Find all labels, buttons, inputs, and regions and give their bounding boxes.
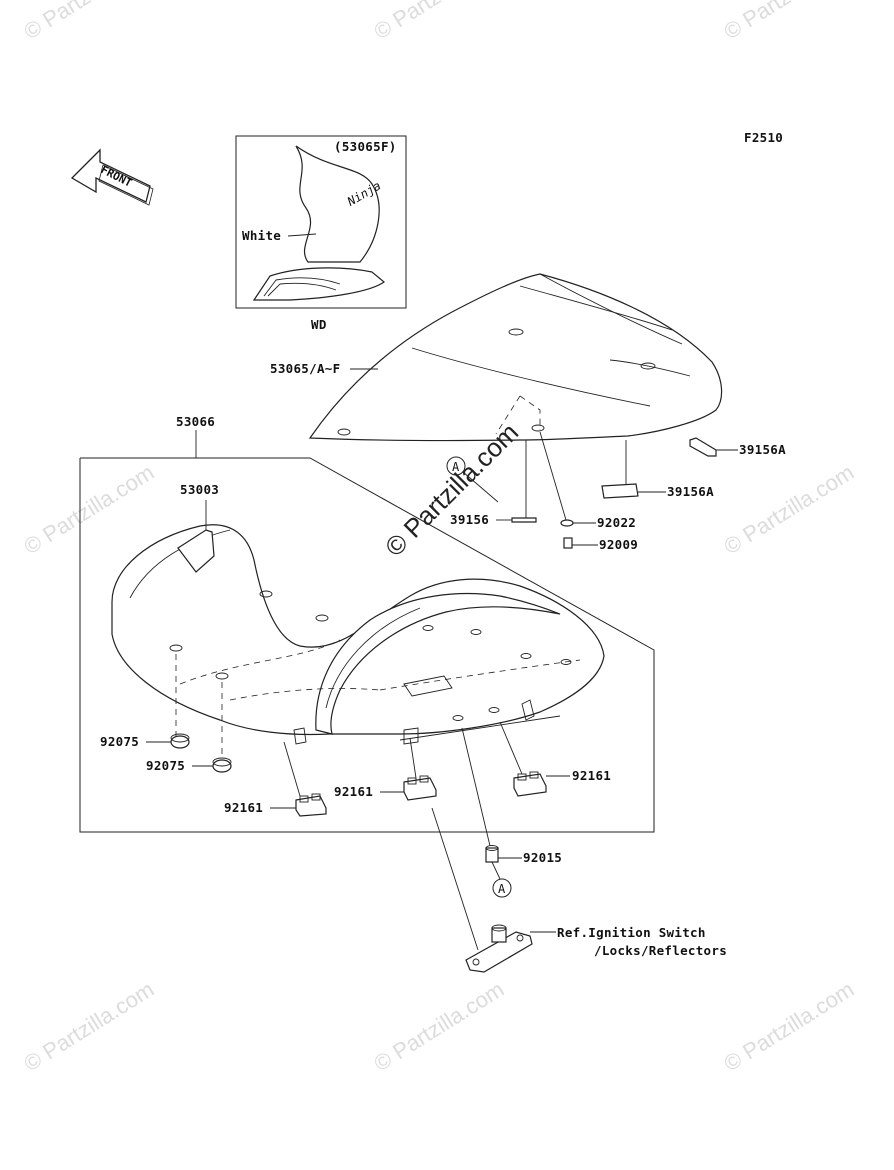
label-92015: 92015 — [523, 850, 562, 865]
collar-92015 — [461, 727, 522, 863]
seat-assembly-frame — [79, 457, 655, 833]
watermark: © Partzilla.com — [719, 459, 858, 559]
watermark-layer: © Partzilla.com © Partzilla.com © Partzi… — [19, 0, 858, 1076]
label-92161-mid: 92161 — [334, 784, 373, 799]
ignition-lock-part — [431, 807, 556, 973]
callout-a-top: A — [446, 456, 499, 503]
watermark: © Partzilla.com — [19, 976, 158, 1076]
strap-39156a-top — [689, 437, 738, 457]
label-39156: 39156 — [450, 512, 489, 527]
bracket-53003 — [177, 500, 215, 573]
label-92161-left: 92161 — [224, 800, 263, 815]
bolt-92009 — [563, 537, 598, 549]
label-92075-a: 92075 — [100, 734, 139, 749]
inset-part-label: (53065F) — [334, 139, 397, 154]
label-53003: 53003 — [180, 482, 219, 497]
inset-color-label: White — [242, 228, 281, 243]
label-92075-b: 92075 — [146, 758, 185, 773]
label-53066: 53066 — [176, 414, 215, 429]
callout-letter: A — [498, 882, 506, 896]
label-53065: 53065/A~F — [270, 361, 340, 376]
washer-92022 — [539, 431, 596, 527]
watermark: © Partzilla.com — [719, 0, 858, 44]
watermark: © Partzilla.com — [19, 459, 158, 559]
damper-92075-b — [192, 757, 232, 773]
main-seat — [111, 524, 605, 756]
rear-seat-cover — [308, 273, 723, 442]
watermark: © Partzilla.com — [719, 976, 858, 1076]
damper-92075-a — [146, 733, 190, 749]
bracket-39156 — [496, 440, 537, 523]
inset-detail: (53065F) Ninja White WD — [235, 135, 407, 332]
label-39156a-mid: 39156A — [667, 484, 714, 499]
inset-model-label: WD — [311, 317, 327, 332]
callout-a-bottom: A — [491, 861, 512, 898]
hook-92161-right — [499, 721, 570, 797]
pad-39156a — [601, 440, 666, 499]
callout-letter: A — [452, 460, 460, 474]
ref-label-line1: Ref.Ignition Switch — [557, 925, 706, 940]
front-arrow-icon: FRONT — [70, 148, 154, 206]
label-92161-right: 92161 — [572, 768, 611, 783]
figure-code: F2510 — [744, 130, 783, 145]
watermark: © Partzilla.com — [369, 976, 508, 1076]
hook-92161-mid — [380, 737, 437, 801]
label-92009: 92009 — [599, 537, 638, 552]
ref-label-line2: /Locks/Reflectors — [594, 943, 727, 958]
hook-92161-left — [270, 741, 327, 817]
label-39156a-top: 39156A — [739, 442, 786, 457]
label-92022: 92022 — [597, 515, 636, 530]
watermark: © Partzilla.com — [369, 0, 508, 44]
watermark: © Partzilla.com — [19, 0, 158, 44]
